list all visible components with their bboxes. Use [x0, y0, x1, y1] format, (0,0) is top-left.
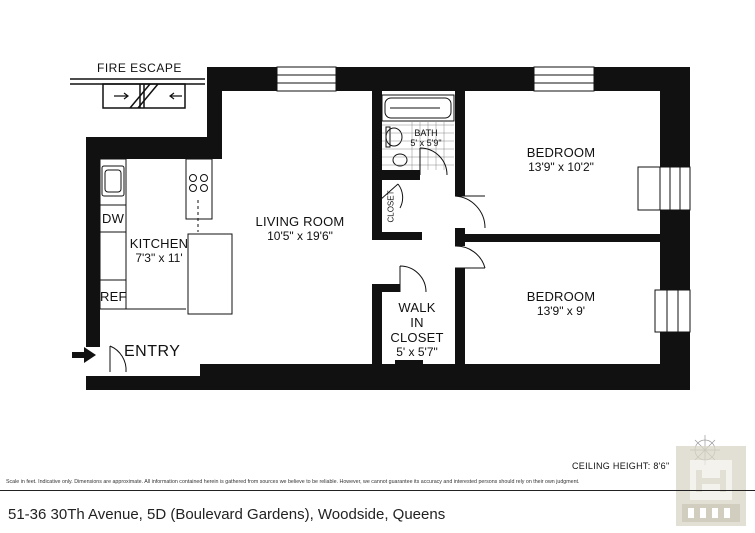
kitchen-label: KITCHEN 7'3" x 11'	[124, 236, 194, 266]
kitchen-dims: 7'3" x 11'	[135, 250, 183, 265]
bath-dims: 5' x 5'9"	[410, 138, 442, 149]
doors	[109, 147, 486, 373]
walls	[86, 67, 690, 390]
walk-in-closet-dims: 5' x 5'7"	[396, 344, 438, 359]
bedroom-1-dims: 13'9" x 10'2"	[528, 159, 594, 174]
walk-in-closet-line2: IN	[410, 314, 424, 330]
bedroom-2-label: BEDROOM 13'9" x 9'	[498, 289, 624, 319]
address: 51-36 30Th Avenue, 5D (Boulevard Gardens…	[8, 506, 446, 523]
kitchen-fixtures	[99, 158, 233, 315]
disclaimer: Scale in feet. Indicative only. Dimensio…	[6, 479, 580, 485]
fire-escape	[70, 78, 205, 109]
entry-label: ENTRY	[124, 343, 181, 360]
walk-in-closet-line3: CLOSET	[390, 329, 444, 345]
bedroom-1-label: BEDROOM 13'9" x 10'2"	[498, 145, 624, 175]
walk-in-closet-line1: WALK	[398, 300, 436, 315]
entry-arrow-icon	[72, 347, 96, 363]
kitchen-name: KITCHEN	[129, 236, 189, 251]
walk-in-closet-label: WALK IN CLOSET 5' x 5'7"	[384, 300, 450, 360]
windows	[276, 66, 691, 333]
refrigerator-label: REF	[100, 289, 127, 304]
bath-label: BATH 5' x 5'9"	[400, 128, 452, 149]
dishwasher-label: DW	[102, 211, 125, 226]
bath-name: BATH	[414, 128, 438, 138]
living-room-name: LIVING ROOM	[255, 214, 345, 229]
fire-escape-label: FIRE ESCAPE	[97, 61, 182, 75]
bedroom-2-name: BEDROOM	[526, 289, 596, 304]
living-room-label: LIVING ROOM 10'5" x 19'6"	[248, 214, 352, 244]
bedroom-1-name: BEDROOM	[526, 145, 596, 160]
bedroom-2-dims: 13'9" x 9'	[536, 303, 586, 318]
building-logo-icon	[676, 446, 746, 526]
living-room-dims: 10'5" x 19'6"	[267, 228, 333, 243]
bath-fixtures	[381, 94, 455, 170]
footer-divider	[0, 490, 755, 491]
ceiling-height: CEILING HEIGHT: 8'6"	[572, 461, 670, 471]
closet-label: CLOSET	[386, 190, 396, 223]
